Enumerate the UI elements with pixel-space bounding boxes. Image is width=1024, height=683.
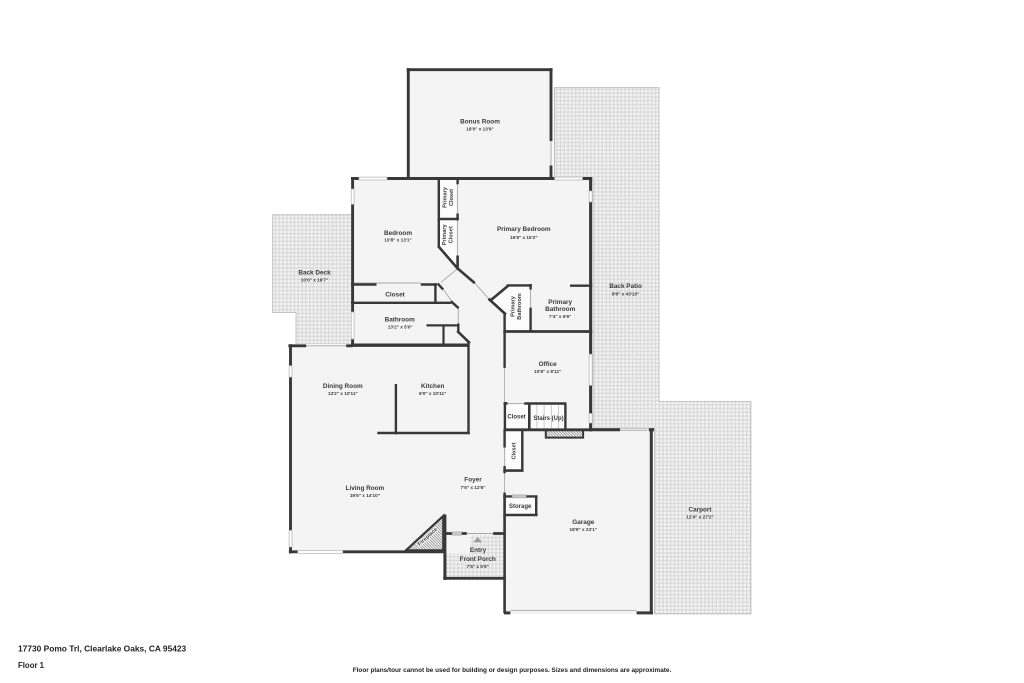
svg-text:Closet: Closet <box>449 189 455 206</box>
svg-text:10'8" x 8'11": 10'8" x 8'11" <box>534 369 561 374</box>
svg-text:Kitchen: Kitchen <box>421 383 445 390</box>
svg-text:Bathroom: Bathroom <box>385 317 415 324</box>
svg-text:Stairs (Up): Stairs (Up) <box>533 416 563 422</box>
svg-text:7'5" x 12'6": 7'5" x 12'6" <box>461 485 486 490</box>
svg-text:16'8" x 15'2": 16'8" x 15'2" <box>510 235 538 240</box>
svg-text:Garage: Garage <box>572 519 594 526</box>
svg-text:Closet: Closet <box>448 226 454 243</box>
svg-text:Bedroom: Bedroom <box>384 230 412 237</box>
svg-text:Foyer: Foyer <box>464 477 482 484</box>
svg-text:Closet: Closet <box>512 442 518 459</box>
svg-text:17730 Pomo Trl, Clearlake Oaks: 17730 Pomo Trl, Clearlake Oaks, CA 95423 <box>18 644 187 654</box>
svg-text:10'0" x 16'7": 10'0" x 16'7" <box>301 278 329 283</box>
svg-text:7'4" x 5'6": 7'4" x 5'6" <box>549 314 571 319</box>
svg-text:18'9" x 23'1": 18'9" x 23'1" <box>570 527 598 532</box>
svg-text:8'6" x 43'10": 8'6" x 43'10" <box>612 291 640 296</box>
svg-text:Closet: Closet <box>507 415 525 421</box>
svg-text:Office: Office <box>539 361 558 368</box>
svg-text:10'8" x 13'1": 10'8" x 13'1" <box>384 238 412 243</box>
svg-text:Primary: Primary <box>548 299 572 306</box>
svg-text:Back Patio: Back Patio <box>609 283 642 290</box>
svg-text:7'5" x 5'9": 7'5" x 5'9" <box>467 564 489 569</box>
svg-text:Bathroom: Bathroom <box>545 306 575 313</box>
svg-text:Primary: Primary <box>511 295 517 317</box>
svg-text:Bonus Room: Bonus Room <box>460 118 500 125</box>
svg-text:Closet: Closet <box>385 292 405 299</box>
svg-text:Floor 1: Floor 1 <box>18 661 45 670</box>
svg-text:Front Porch: Front Porch <box>460 556 496 563</box>
svg-text:Primary: Primary <box>442 223 448 245</box>
svg-text:Entry: Entry <box>470 547 487 554</box>
svg-text:9'0" x 10'11": 9'0" x 10'11" <box>419 391 446 396</box>
svg-text:Dining Room: Dining Room <box>323 383 363 390</box>
svg-text:12'4" x 27'2": 12'4" x 27'2" <box>686 515 714 520</box>
svg-text:Floor plans/tour cannot be use: Floor plans/tour cannot be used for buil… <box>353 667 672 674</box>
svg-text:Storage: Storage <box>509 504 532 510</box>
svg-text:13'2" x 10'11": 13'2" x 10'11" <box>328 391 358 396</box>
svg-text:13'2" x 5'0": 13'2" x 5'0" <box>388 325 413 330</box>
svg-text:19'5" x 14'10": 19'5" x 14'10" <box>350 493 380 498</box>
svg-text:Bathroom: Bathroom <box>517 293 523 319</box>
svg-text:18'0" x 13'9": 18'0" x 13'9" <box>466 126 494 131</box>
svg-text:Primary: Primary <box>443 186 449 208</box>
svg-text:Primary Bedroom: Primary Bedroom <box>497 226 551 233</box>
svg-text:Living Room: Living Room <box>346 485 385 492</box>
svg-text:Back Deck: Back Deck <box>298 270 331 277</box>
svg-text:Carport: Carport <box>688 507 712 514</box>
